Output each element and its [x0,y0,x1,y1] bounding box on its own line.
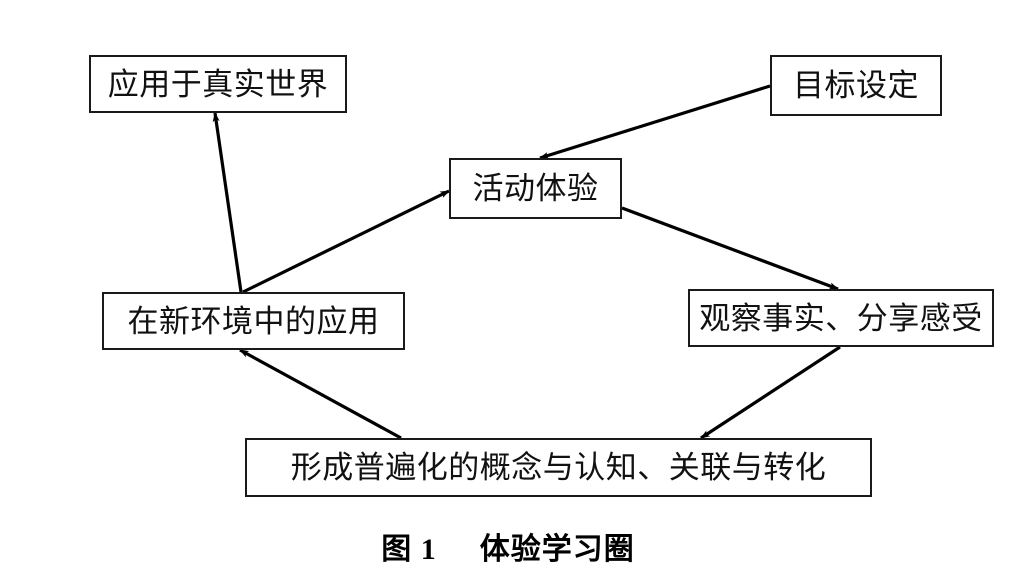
node-apply-real-world[interactable]: 应用于真实世界 [89,55,347,113]
arrow-newenv-to-activity [242,189,450,294]
node-label: 活动体验 [472,171,599,206]
arrow-newenv-to-realworld [212,112,243,293]
node-observe-share[interactable]: 观察事实、分享感受 [688,289,994,347]
arrow-activity-to-observe [621,206,839,291]
node-apply-new-env[interactable]: 在新环境中的应用 [102,292,405,350]
figure-caption: 图 1 体验学习圈 [0,524,1016,568]
node-label: 应用于真实世界 [107,66,329,102]
node-label: 目标设定 [793,68,919,103]
arrow-conceptualize-to-newenv [239,348,402,440]
node-conceptualize[interactable]: 形成普遍化的概念与认知、关联与转化 [245,438,872,497]
node-activity-experience[interactable]: 活动体验 [449,158,622,219]
figure-caption-title: 体验学习圈 [479,533,635,566]
figure-caption-number: 图 1 [381,533,437,566]
node-label: 形成普遍化的概念与认知、关联与转化 [290,450,827,485]
node-label: 在新环境中的应用 [127,303,380,339]
arrow-goal-to-activity [539,84,771,160]
node-label: 观察事实、分享感受 [699,300,983,336]
node-goal-setting[interactable]: 目标设定 [770,55,942,116]
arrow-observe-to-conceptualize [700,345,841,440]
